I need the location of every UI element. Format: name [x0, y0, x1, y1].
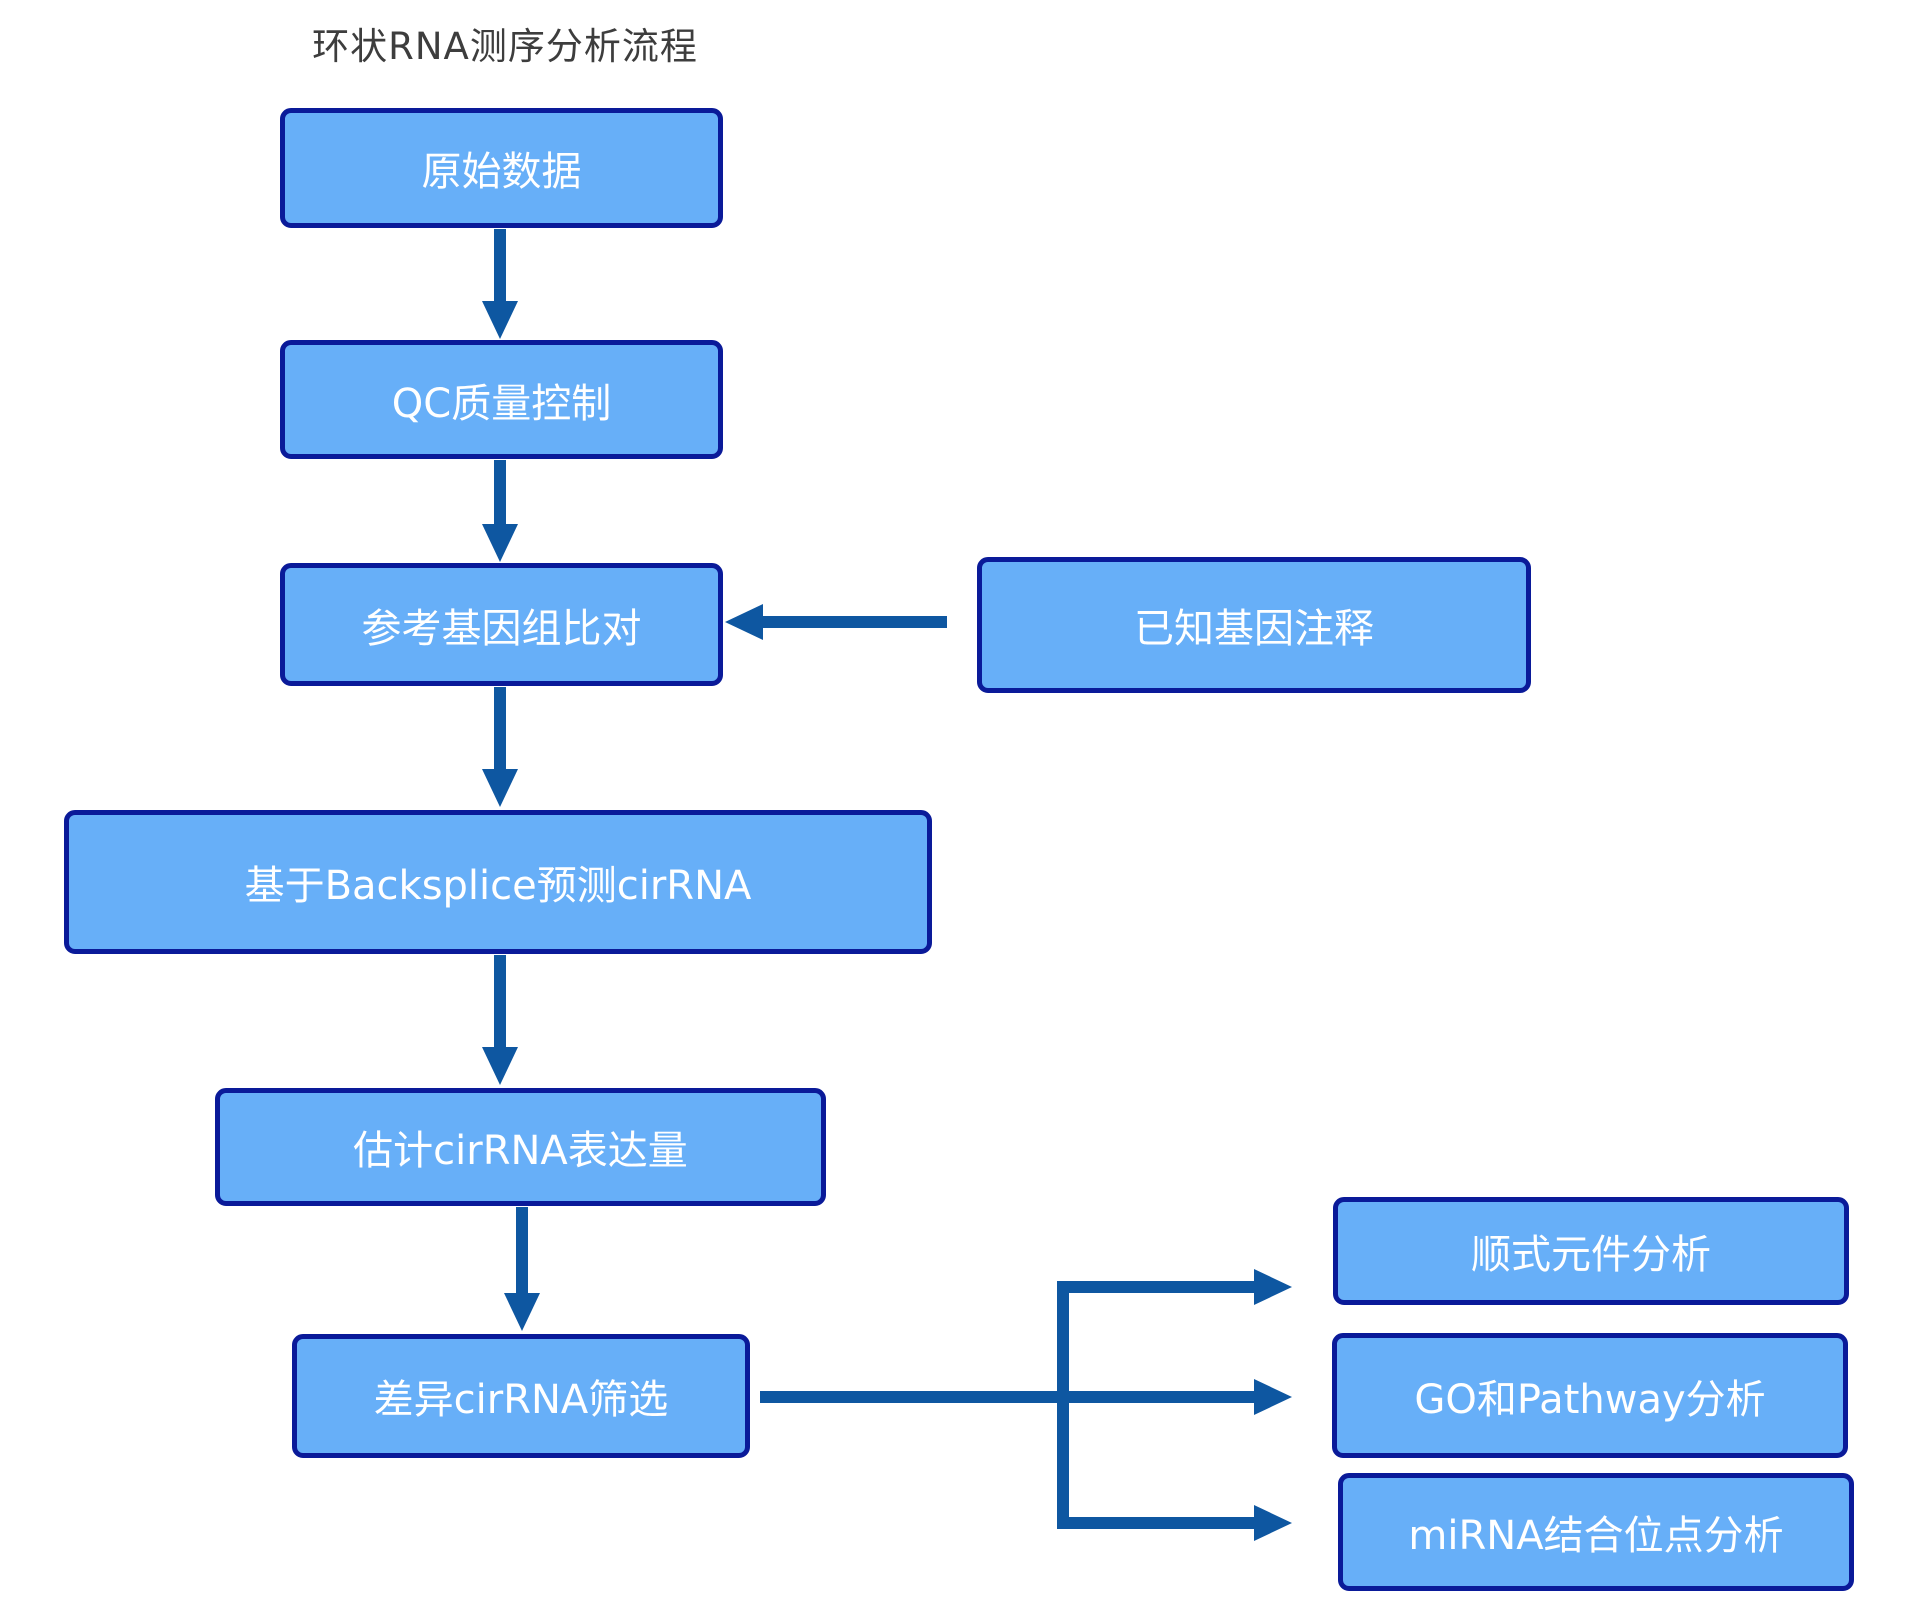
node-differential-screening-label: 差异cirRNA筛选 [373, 1377, 669, 1423]
node-backsplice-prediction-label: 基于Backsplice预测cirRNA [244, 863, 752, 909]
node-expression-estimation-label: 估计cirRNA表达量 [353, 1128, 688, 1174]
node-go-pathway-analysis-label: GO和Pathway分析 [1414, 1376, 1766, 1423]
arrow-qc-to-alignment [482, 460, 518, 562]
node-mirna-binding-analysis-label: miRNA结合位点分析 [1408, 1513, 1784, 1559]
arrow-differential-branch [760, 1269, 1292, 1541]
arrow-annotation-to-alignment [725, 604, 947, 640]
node-go-pathway-analysis: GO和Pathway分析 [1332, 1333, 1848, 1458]
node-differential-screening: 差异cirRNA筛选 [292, 1334, 750, 1458]
node-qc-label: QC质量控制 [391, 380, 612, 427]
arrow-expression-to-differential [504, 1207, 540, 1331]
node-known-gene-annotation-label: 已知基因注释 [1134, 606, 1374, 652]
node-genome-alignment-label: 参考基因组比对 [361, 605, 642, 652]
arrow-raw-to-qc [482, 229, 518, 339]
node-raw-data-label: 原始数据 [421, 149, 582, 195]
node-expression-estimation: 估计cirRNA表达量 [215, 1088, 826, 1206]
node-backsplice-prediction: 基于Backsplice预测cirRNA [64, 810, 932, 954]
arrow-prediction-to-expression [482, 955, 518, 1085]
node-cis-element-analysis: 顺式元件分析 [1333, 1197, 1849, 1305]
node-raw-data: 原始数据 [280, 108, 723, 228]
arrow-alignment-to-prediction [482, 687, 518, 807]
node-known-gene-annotation: 已知基因注释 [977, 557, 1531, 693]
node-qc: QC质量控制 [280, 340, 723, 459]
node-genome-alignment: 参考基因组比对 [280, 563, 723, 686]
node-cis-element-analysis-label: 顺式元件分析 [1471, 1232, 1711, 1278]
node-mirna-binding-analysis: miRNA结合位点分析 [1338, 1473, 1854, 1591]
diagram-title: 环状RNA测序分析流程 [312, 25, 698, 68]
